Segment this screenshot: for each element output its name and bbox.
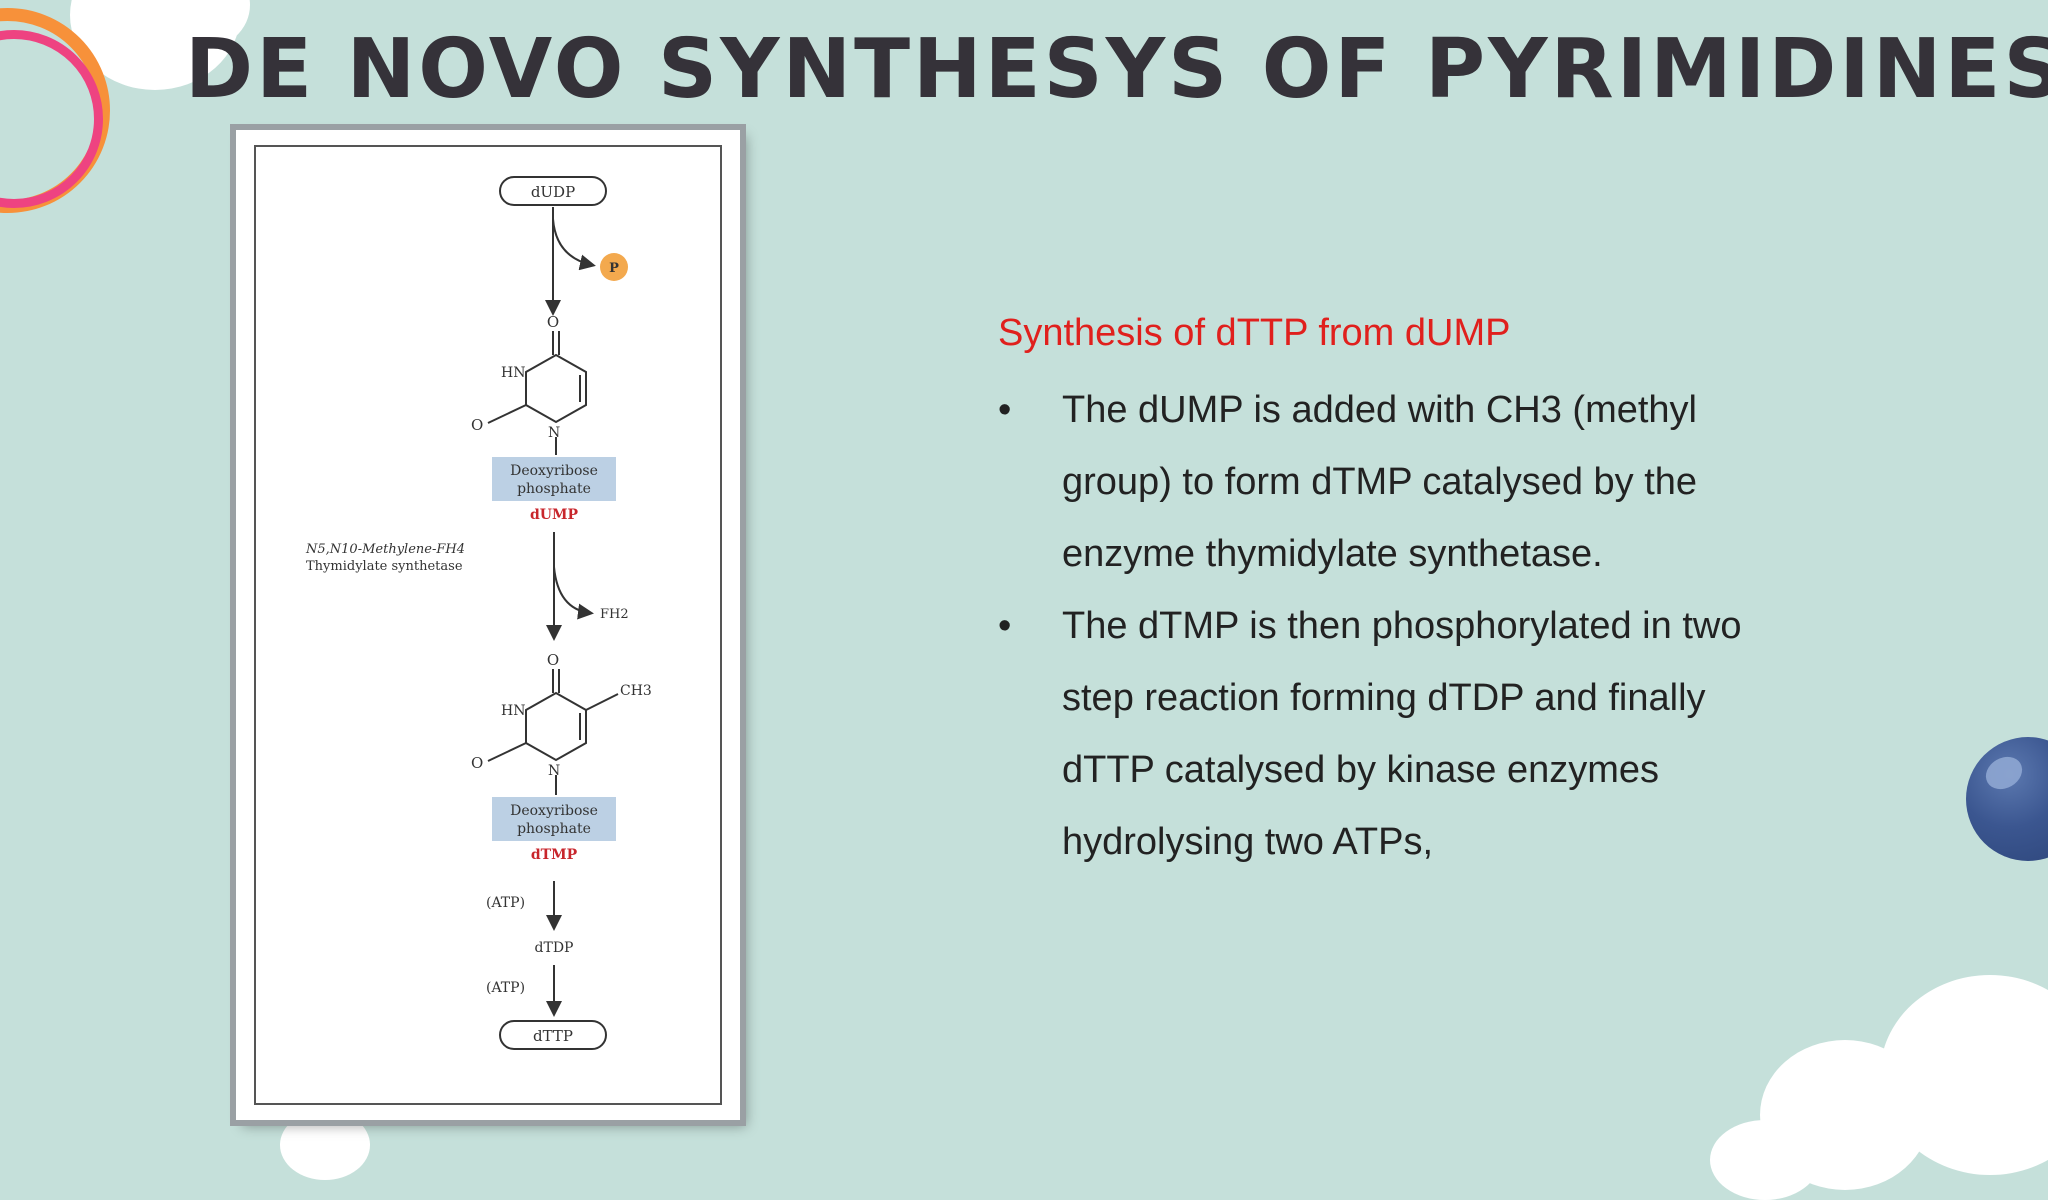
sugar-box-2 bbox=[492, 797, 616, 841]
oxygen-left-1: O bbox=[471, 416, 483, 434]
sugar-box-1 bbox=[492, 457, 616, 501]
pathway-figure-inner: dUDP P O HN O N Deoxyribose phosphate dU… bbox=[254, 145, 722, 1105]
dttp-pill bbox=[499, 1020, 607, 1050]
cloud-bottom-right-3 bbox=[1710, 1120, 1820, 1200]
oxygen-top-1: O bbox=[547, 313, 559, 331]
cloud-bottom-left bbox=[280, 1110, 370, 1180]
sugar-2-line-2: phosphate bbox=[517, 821, 591, 837]
slide-title: DE NOVO SYNTHESYS OF PYRIMIDINES bbox=[185, 22, 2048, 117]
sugar-2-line-1: Deoxyribose bbox=[510, 803, 598, 819]
phosphate-branch bbox=[552, 218, 596, 271]
bullet-dot: • bbox=[998, 389, 1012, 431]
bullet-text: The dTMP is then phosphorylated in two s… bbox=[1062, 605, 1742, 863]
oxygen-top-2: O bbox=[547, 651, 559, 669]
n-label-1: N bbox=[548, 425, 560, 441]
dump-label: dUMP bbox=[530, 507, 578, 523]
fh2-branch bbox=[553, 566, 594, 620]
pathway-figure: dUDP P O HN O N Deoxyribose phosphate dU… bbox=[236, 130, 740, 1120]
dudp-pill bbox=[499, 176, 607, 206]
sugar-1-line-1: Deoxyribose bbox=[510, 463, 598, 479]
oxygen-left-2: O bbox=[471, 754, 483, 772]
section-subtitle: Synthesis of dTTP from dUMP bbox=[998, 312, 1511, 354]
enzyme-label: Thymidylate synthetase bbox=[306, 559, 463, 574]
bullet-dot: • bbox=[998, 605, 1012, 647]
hn-label-2: HN bbox=[501, 703, 525, 719]
atp-label-2: (ATP) bbox=[486, 980, 525, 996]
bullet-item-2: • The dTMP is then phosphorylated in two… bbox=[998, 590, 1758, 878]
fh2-label: FH2 bbox=[600, 607, 629, 622]
dtdp-label: dTDP bbox=[535, 940, 574, 956]
n-label-2: N bbox=[548, 763, 560, 779]
atp-label-1: (ATP) bbox=[486, 895, 525, 911]
pyrimidine-ring-1 bbox=[525, 353, 587, 424]
dudp-label: dUDP bbox=[531, 183, 575, 201]
sugar-1-line-2: phosphate bbox=[517, 481, 591, 497]
ch3-label: CH3 bbox=[620, 683, 652, 699]
bullet-item-1: • The dUMP is added with CH3 (methyl gro… bbox=[998, 374, 1758, 590]
pathway-diagram: dUDP P O HN O N Deoxyribose phosphate dU… bbox=[305, 176, 652, 1050]
bullet-text: The dUMP is added with CH3 (methyl group… bbox=[1062, 389, 1698, 575]
cofactor-label: N5,N10-Methylene-FH4 bbox=[305, 542, 465, 557]
bullet-list: • The dUMP is added with CH3 (methyl gro… bbox=[998, 374, 1758, 878]
pyrimidine-ring-2 bbox=[525, 691, 587, 762]
phosphate-label: P bbox=[609, 261, 619, 276]
hn-label-1: HN bbox=[501, 365, 525, 381]
dttp-label: dTTP bbox=[533, 1027, 573, 1045]
dtmp-label: dTMP bbox=[531, 847, 578, 863]
phosphate-circle bbox=[600, 253, 628, 281]
content-panel: Synthesis of dTTP from dUMP • The dUMP i… bbox=[998, 298, 1758, 878]
